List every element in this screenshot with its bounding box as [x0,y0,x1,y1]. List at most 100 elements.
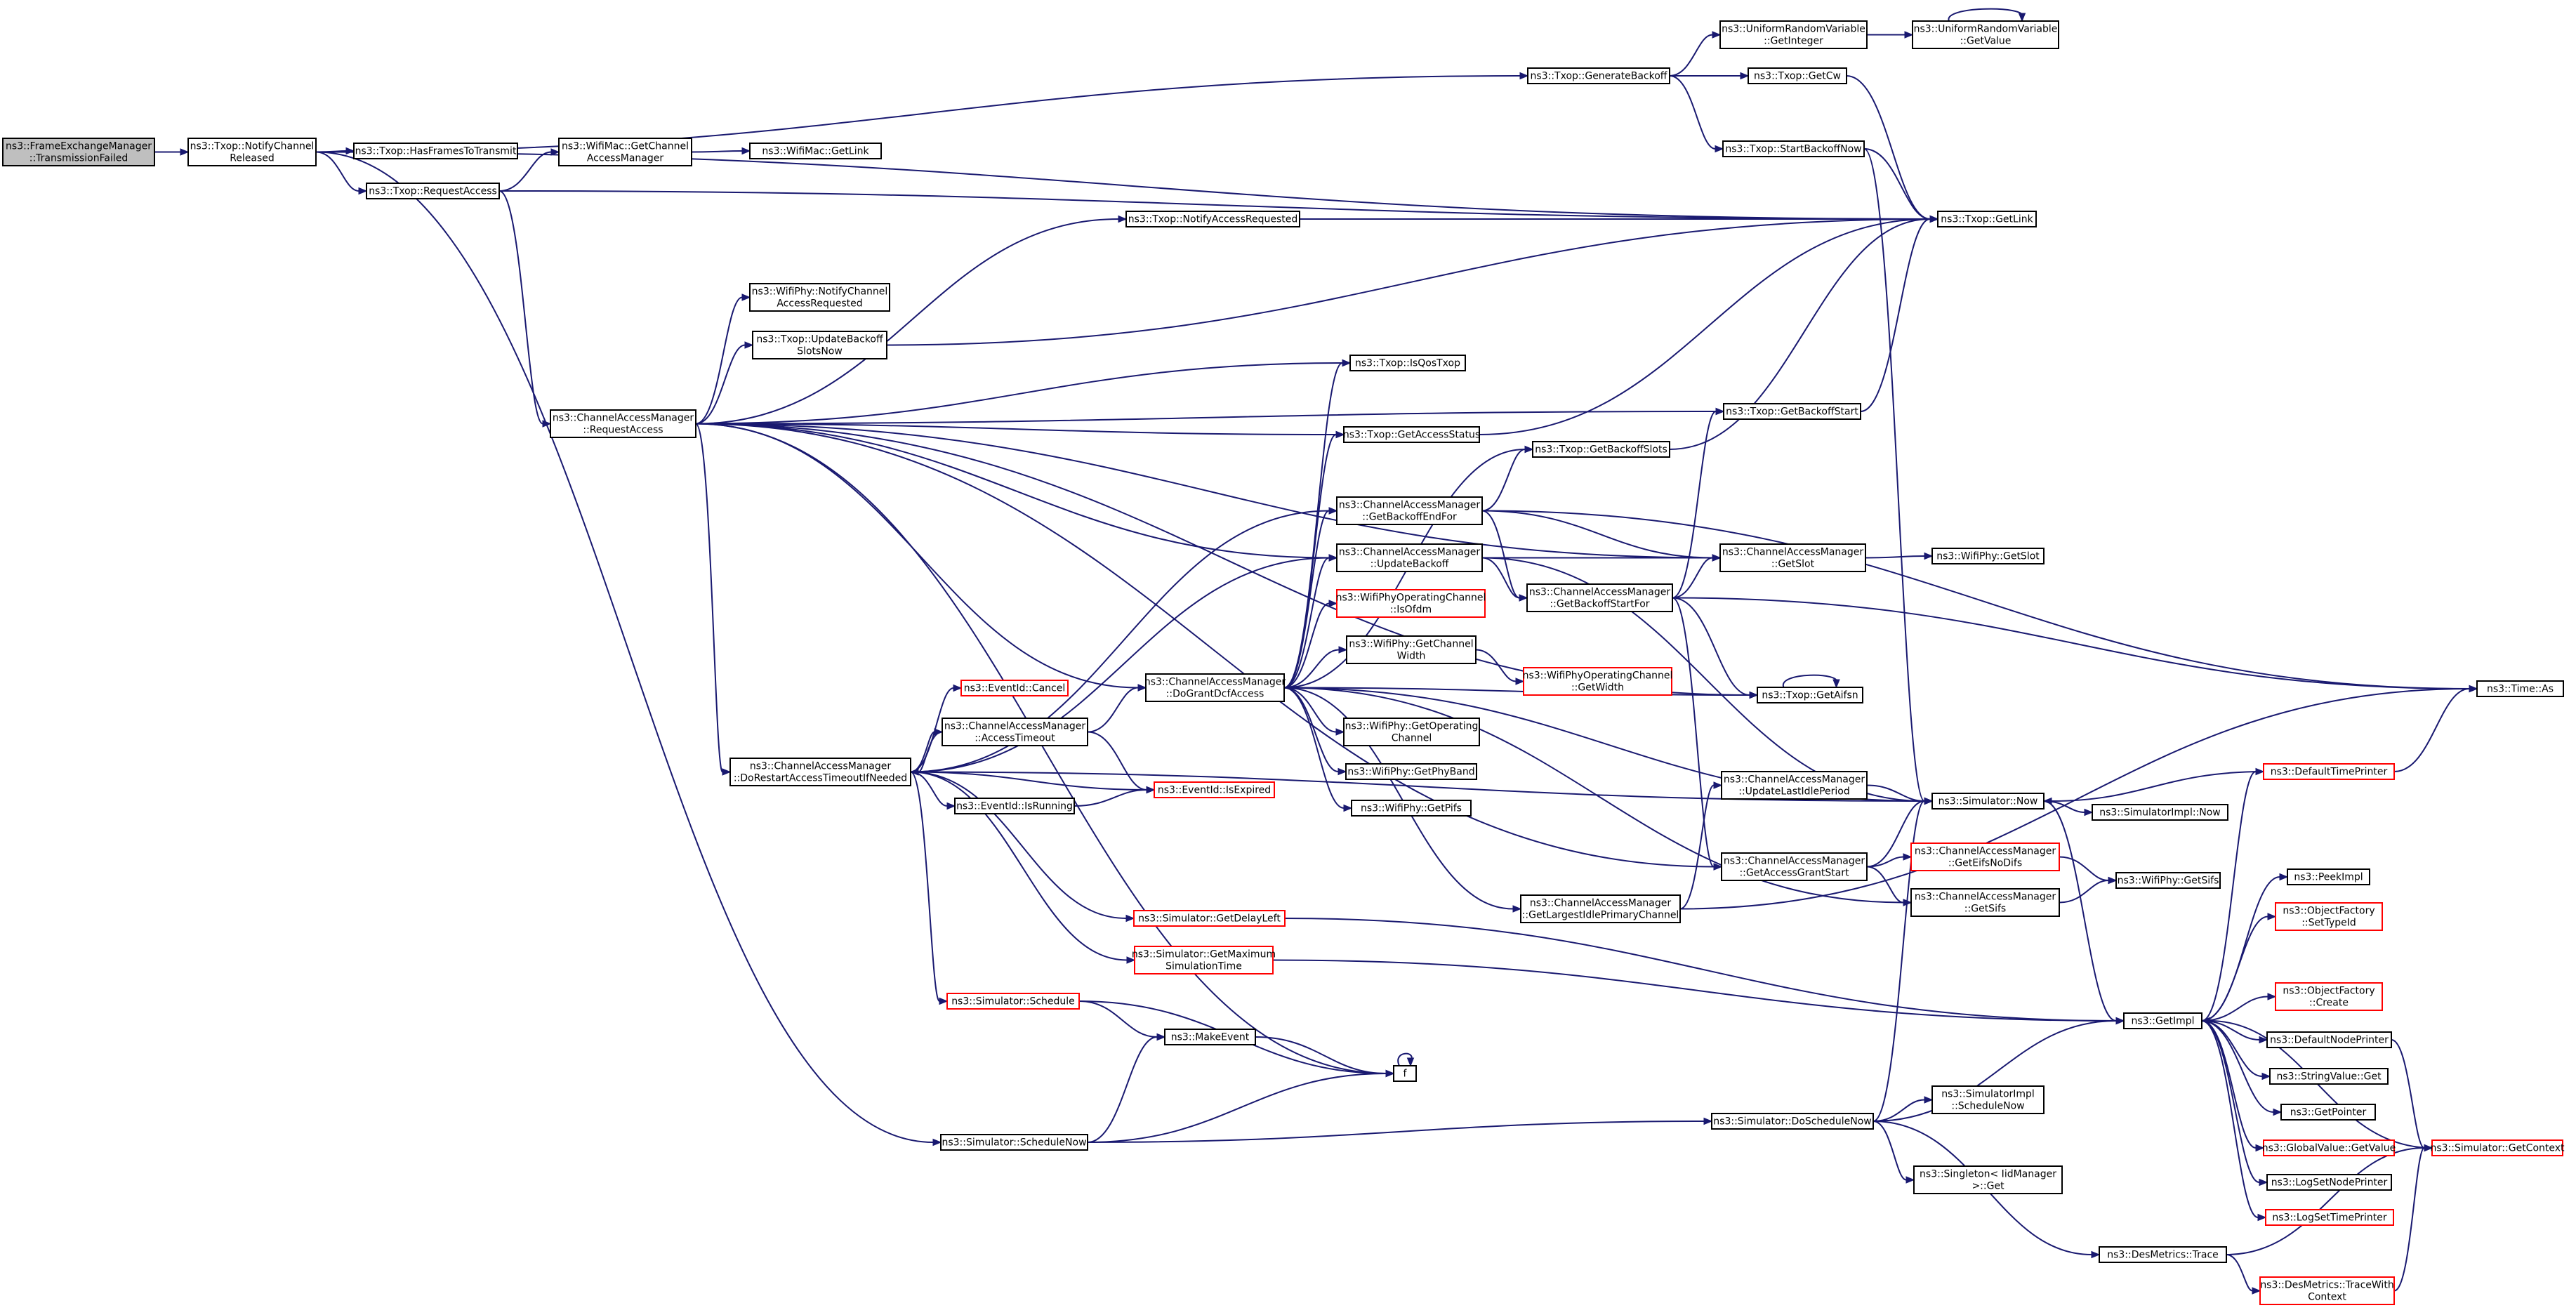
edge-line [1866,866,1904,904]
graph-node-txop-getaifsn[interactable]: ns3::Txop::GetAifsn [1757,687,1863,703]
edge-line [1783,674,1837,688]
node-label: ns3::WifiPhy::GetSifs [2118,875,2219,887]
edge-arrowhead [345,147,355,155]
call-edge-cam-request-access-to-get-backoff-start [695,407,1725,425]
graph-node-simimpl-now[interactable]: ns3::SimulatorImpl::Now [2092,804,2228,821]
graph-node-phy-getsifs[interactable]: ns3::WifiPhy::GetSifs [2115,872,2221,889]
graph-node-phy-getpifs[interactable]: ns3::WifiPhy::GetPifs [1351,800,1472,817]
graph-node-of-settypeid[interactable]: ns3::ObjectFactory::SetTypeId [2275,902,2383,931]
graph-node-get-backoff-start-for[interactable]: ns3::ChannelAccessManager::GetBackoffSta… [1526,583,1673,612]
graph-node-get-backoff-end-for[interactable]: ns3::ChannelAccessManager::GetBackoffEnd… [1336,496,1483,525]
graph-node-of-create[interactable]: ns3::ObjectFactory::Create [2275,982,2383,1011]
graph-node-sim-do-schedule-now[interactable]: ns3::Simulator::DoScheduleNow [1711,1113,1874,1130]
node-label: ns3::ChannelAccessManager [1339,500,1481,511]
graph-node-eventid-isexpired[interactable]: ns3::EventId::IsExpired [1154,781,1275,798]
node-label: ::GetLargestIdlePrimaryChannel [1522,910,1679,921]
graph-node-make-event[interactable]: ns3::MakeEvent [1164,1029,1256,1045]
graph-node-default-node-printer[interactable]: ns3::DefaultNodePrinter [2266,1031,2392,1048]
graph-node-log-set-time-printer[interactable]: ns3::LogSetTimePrinter [2265,1209,2394,1226]
graph-node-time-as[interactable]: ns3::Time::As [2476,680,2564,697]
node-box [2259,1276,2395,1305]
graph-node-peek-impl[interactable]: ns3::PeekImpl [2287,868,2370,885]
graph-node-get-backoff-slots[interactable]: ns3::Txop::GetBackoffSlots [1532,441,1670,458]
graph-node-sim-now[interactable]: ns3::Simulator::Now [1931,793,2045,810]
graph-node-phy-getslot[interactable]: ns3::WifiPhy::GetSlot [1931,548,2045,564]
graph-node-update-last-idle[interactable]: ns3::ChannelAccessManager::UpdateLastIdl… [1721,771,1868,800]
graph-node-log-set-node-printer[interactable]: ns3::LogSetNodePrinter [2266,1174,2392,1191]
graph-node-get-largest-idle[interactable]: ns3::ChannelAccessManager::GetLargestIdl… [1520,894,1681,923]
call-edge-do-grant-dcf-to-get-channel-width [1283,646,1348,689]
graph-node-notify-access-req[interactable]: ns3::Txop::NotifyAccessRequested [1125,211,1300,227]
call-edge-do-restart-timeout-to-cam-update-backoff [910,554,1338,773]
graph-node-urv-getinteger[interactable]: ns3::UniformRandomVariable::GetInteger [1719,20,1868,49]
nodes-layer: ns3::FrameExchangeManager::TransmissionF… [2,20,2565,1305]
graph-node-sim-schedule[interactable]: ns3::Simulator::Schedule [946,993,1080,1010]
graph-node-wifimac-getlink[interactable]: ns3::WifiMac::GetLink [749,143,882,159]
graph-node-opch-getwidth[interactable]: ns3::WifiPhyOperatingChannel::GetWidth [1523,667,1673,696]
graph-node-get-phy-band[interactable]: ns3::WifiPhy::GetPhyBand [1345,763,1477,780]
edge-arrowhead [2267,913,2277,920]
graph-node-has-frames[interactable]: ns3::Txop::HasFramesToTransmit [353,143,518,159]
call-edge-root-to-notify-released [154,148,190,156]
graph-node-do-restart-timeout[interactable]: ns3::ChannelAccessManager::DoRestartAcce… [729,758,911,786]
node-label: ns3::Txop::GetCw [1754,71,1841,82]
graph-node-is-ofdm[interactable]: ns3::WifiPhyOperatingChannel::IsOfdm [1336,589,1486,618]
call-edge-start-backoff-now-to-txop-getlink [1863,148,1939,223]
graph-node-sim-get-delay-left[interactable]: ns3::Simulator::GetDelayLeft [1133,910,1286,927]
graph-node-get-access-grant-start[interactable]: ns3::ChannelAccessManager::GetAccessGran… [1721,852,1868,881]
graph-node-singleton-get[interactable]: ns3::Singleton< IidManager>::Get [1913,1165,2063,1194]
graph-node-cam-access-timeout[interactable]: ns3::ChannelAccessManager::AccessTimeout [942,718,1088,746]
graph-node-cam-getsifs[interactable]: ns3::ChannelAccessManager::GetSifs [1910,888,2060,917]
node-label: f [1403,1069,1408,1080]
graph-node-get-access-status[interactable]: ns3::Txop::GetAccessStatus [1343,426,1480,443]
graph-node-is-qos-txop[interactable]: ns3::Txop::IsQosTxop [1349,355,1466,371]
graph-node-gen-backoff[interactable]: ns3::Txop::GenerateBackoff [1527,67,1670,84]
graph-node-phy-notify-car[interactable]: ns3::WifiPhy::NotifyChannelAccessRequest… [749,283,890,312]
graph-node-eventid-isrunning[interactable]: ns3::EventId::IsRunning [954,798,1075,814]
edge-line [315,151,934,1143]
graph-node-urv-getvalue[interactable]: ns3::UniformRandomVariable::GetValue [1912,20,2059,49]
edge-line [1866,856,1904,868]
node-box [366,183,500,199]
call-edge-cam-request-access-to-update-backoff-slots [695,341,754,425]
graph-node-cam-request-access[interactable]: ns3::ChannelAccessManager::RequestAccess [550,409,696,438]
graph-node-start-backoff-now[interactable]: ns3::Txop::StartBackoffNow [1722,140,1865,157]
node-label: SlotsNow [797,346,843,357]
call-edge-cam-request-access-to-is-qos-txop [695,359,1352,425]
graph-node-f[interactable]: f [1393,1065,1417,1082]
call-edge-default-time-printer-to-sim-now [2042,771,2264,805]
edge-line [1481,510,1520,599]
graph-node-default-time-printer[interactable]: ns3::DefaultTimePrinter [2263,763,2395,780]
graph-node-txop-getlink[interactable]: ns3::Txop::GetLink [1937,211,2037,227]
graph-node-get-backoff-start[interactable]: ns3::Txop::GetBackoffStart [1723,403,1861,420]
node-box [1913,1165,2063,1194]
graph-node-root[interactable]: ns3::FrameExchangeManager::TransmissionF… [2,138,155,166]
graph-node-do-grant-dcf[interactable]: ns3::ChannelAccessManager::DoGrantDcfAcc… [1144,673,1286,702]
node-box [2265,1209,2394,1226]
call-edge-notify-released-to-txop-request-access [315,151,368,195]
graph-node-des-trace[interactable]: ns3::DesMetrics::Trace [2099,1246,2227,1263]
graph-node-get-pointer[interactable]: ns3::GetPointer [2280,1104,2376,1121]
graph-node-eventid-cancel[interactable]: ns3::EventId::Cancel [960,680,1069,696]
graph-node-get-impl[interactable]: ns3::GetImpl [2123,1012,2202,1029]
graph-node-cam-getslot[interactable]: ns3::ChannelAccessManager::GetSlot [1719,543,1866,572]
graph-node-sim-schedule-now[interactable]: ns3::Simulator::ScheduleNow [940,1134,1088,1151]
node-box [1351,800,1472,817]
graph-node-sim-get-context[interactable]: ns3::Simulator::GetContext [2430,1139,2565,1156]
graph-node-simimpl-schedule-now[interactable]: ns3::SimulatorImpl::ScheduleNow [1931,1085,2045,1114]
graph-node-cam-update-backoff[interactable]: ns3::ChannelAccessManager::UpdateBackoff [1336,543,1483,572]
graph-node-txop-request-access[interactable]: ns3::Txop::RequestAccess [366,183,500,199]
edge-arrowhead [2424,1144,2433,1152]
graph-node-global-value-get[interactable]: ns3::GlobalValue::GetValue [2262,1139,2396,1156]
graph-node-get-eifs-no-difs[interactable]: ns3::ChannelAccessManager::GetEifsNoDifs [1910,842,2060,871]
graph-node-txop-getcw[interactable]: ns3::Txop::GetCw [1748,67,1847,84]
graph-node-string-value-get[interactable]: ns3::StringValue::Get [2269,1068,2389,1085]
node-box [1349,355,1466,371]
